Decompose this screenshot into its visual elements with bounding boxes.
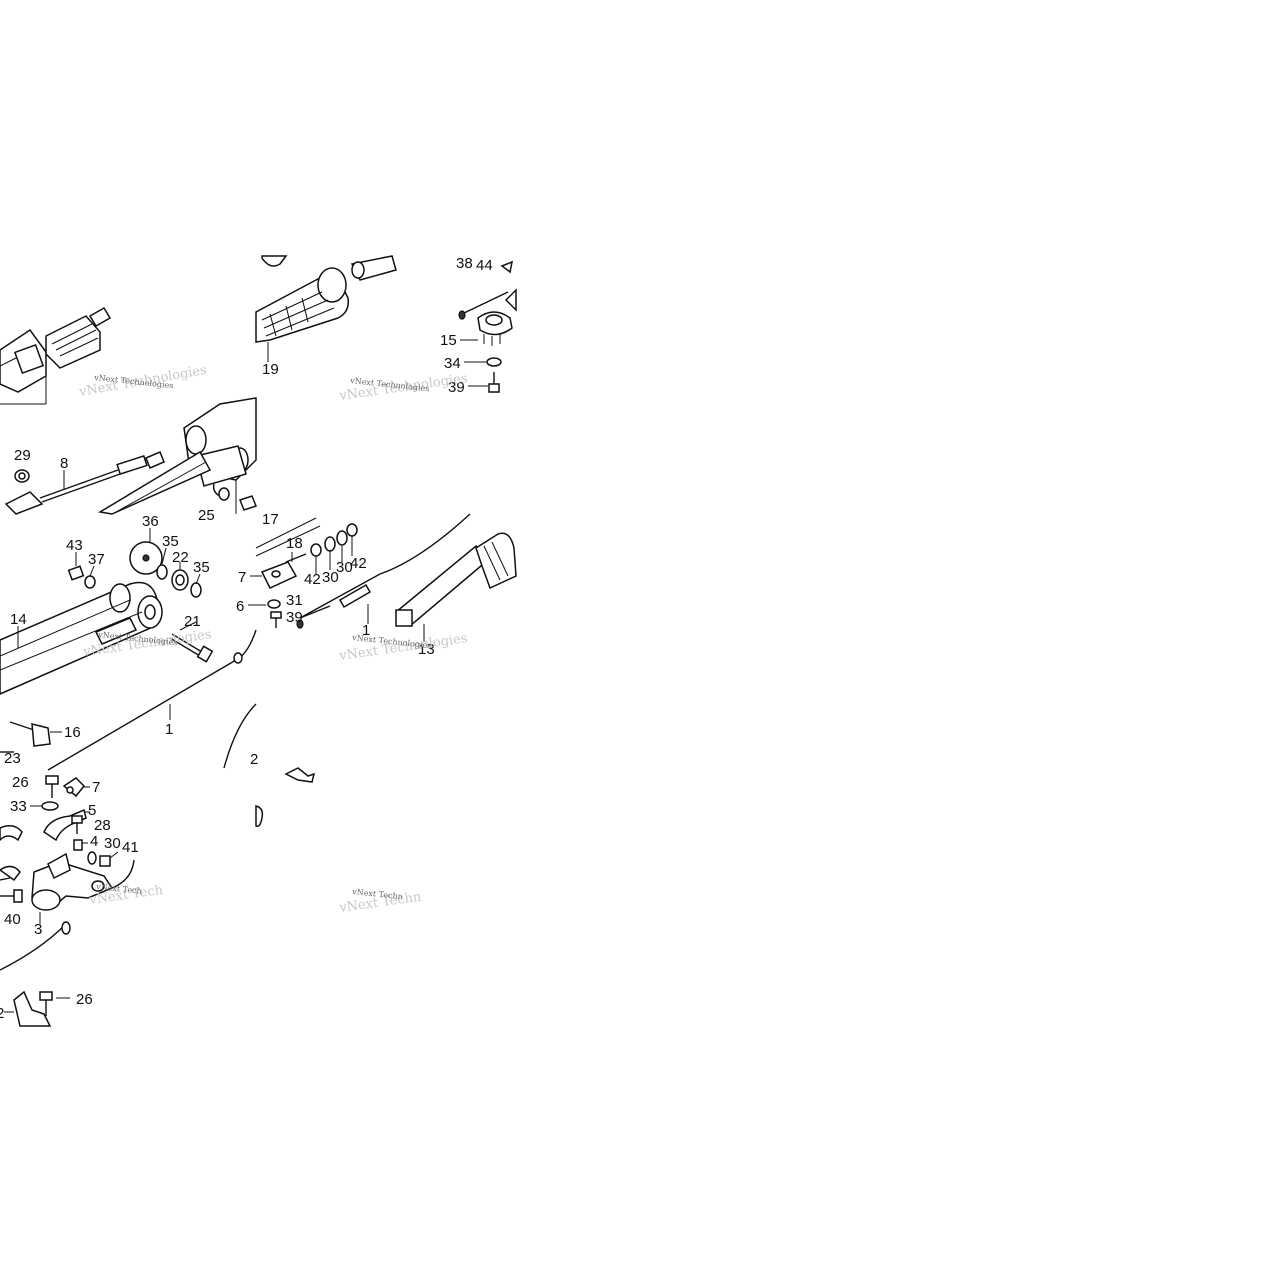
callout-7-right: 7 xyxy=(238,569,246,586)
callout-16: 16 xyxy=(64,724,81,741)
callout-2-right: 2 xyxy=(250,751,258,768)
watermark-middle-right: vNext Technologies vNext Technologies xyxy=(337,631,468,664)
callout-34: 34 xyxy=(444,355,461,372)
callout-31: 31 xyxy=(286,592,303,609)
panel-middle-left: 36 35 22 35 43 37 14 21 16 1 23 vNext Te… xyxy=(0,513,257,771)
panel-top-right: 38 44 15 34 39 19 vNext Technologies vNe… xyxy=(255,255,517,404)
watermark-top-right: vNext Technologies vNext Technologies xyxy=(337,371,468,404)
callout-14: 14 xyxy=(10,611,27,628)
callout-18: 18 xyxy=(286,535,303,552)
callout-30-c: 30 xyxy=(104,835,121,852)
screw-40 xyxy=(0,889,23,903)
callout-5: 5 xyxy=(88,802,96,819)
panel-upper-left: 29 8 25 vNext Technologies vNext Technol… xyxy=(0,306,257,524)
callout-26-b: 26 xyxy=(76,991,93,1008)
callout-12: 2 xyxy=(0,1005,4,1022)
callout-8: 8 xyxy=(60,455,68,472)
callout-23: 23 xyxy=(4,750,21,767)
callout-35-b: 35 xyxy=(193,559,210,576)
callout-22: 22 xyxy=(172,549,189,566)
nut-42-b xyxy=(346,523,358,556)
throttle-rod-8 xyxy=(4,451,165,515)
watermark-bottom-left: vNext Tech vNext Tech xyxy=(87,882,164,908)
part-2-right xyxy=(284,767,316,783)
clip-25 xyxy=(212,480,257,514)
bracket-18 xyxy=(250,517,321,589)
callout-28: 28 xyxy=(94,817,111,834)
screw-26-b xyxy=(39,991,70,1016)
steering-bracket xyxy=(97,397,257,515)
callout-29: 29 xyxy=(14,447,31,464)
screw-39-mid xyxy=(270,611,282,628)
throttle-cable-1 xyxy=(296,513,471,629)
watermark-upper-left: vNext Technologies vNext Technologies xyxy=(77,363,208,400)
watermark-middle-left: vNext Technologies vNext Technologies xyxy=(81,627,212,660)
callout-30-a: 30 xyxy=(322,569,339,586)
callout-39-top: 39 xyxy=(448,379,465,396)
washer-35-a xyxy=(156,547,168,580)
clip-12 xyxy=(4,990,52,1027)
washer-30-c xyxy=(87,851,97,865)
callout-33: 33 xyxy=(10,798,27,815)
callout-1-left: 1 xyxy=(165,721,173,738)
callout-25: 25 xyxy=(198,507,215,524)
panel-bottom-middle: vNext Techn vNext Techn xyxy=(255,805,423,916)
panel-middle-right: 18 7 42 30 30 42 6 31 39 1 13 2 17 vNext… xyxy=(236,511,517,783)
screw-39-top xyxy=(468,372,500,393)
callout-42-b: 42 xyxy=(350,555,367,572)
callout-42-a: 42 xyxy=(304,571,321,588)
throttle-arm-3 xyxy=(0,852,135,971)
callout-6: 6 xyxy=(236,598,244,615)
bolt-21 xyxy=(169,621,214,663)
pin-4 xyxy=(73,839,88,851)
tiller-arm-14 xyxy=(0,581,163,695)
callout-4: 4 xyxy=(90,833,98,850)
ignition-switch xyxy=(0,306,112,405)
callout-7-left: 7 xyxy=(92,779,100,796)
cable-1-left xyxy=(47,629,257,771)
callout-3: 3 xyxy=(34,921,42,938)
washer-31 xyxy=(248,599,281,609)
callout-26-a: 26 xyxy=(12,774,29,791)
callout-36: 36 xyxy=(142,513,159,530)
clip-7-left xyxy=(62,777,90,798)
tiller-grip-19 xyxy=(255,255,397,362)
callout-40: 40 xyxy=(4,911,21,928)
nut-29 xyxy=(14,469,30,483)
callout-30-b: 30 xyxy=(336,559,353,576)
nut-43 xyxy=(67,552,85,581)
bushing-22 xyxy=(171,562,189,591)
watermark-bottom-middle: vNext Techn vNext Techn xyxy=(337,887,422,916)
callout-17: 17 xyxy=(262,511,279,528)
callout-37: 37 xyxy=(88,551,105,568)
screw-28 xyxy=(71,815,83,834)
callout-21: 21 xyxy=(184,613,201,630)
panel-bottom-left: 26 7 33 5 28 4 30 41 40 3 26 2 vNext Tec… xyxy=(0,774,165,1027)
washer-34 xyxy=(464,357,502,367)
callout-39-mid: 39 xyxy=(286,609,303,626)
knob-16 xyxy=(9,721,62,747)
washer-33 xyxy=(30,801,59,811)
shift-rod-13 xyxy=(394,532,517,642)
callout-1-right: 1 xyxy=(362,622,370,639)
washer-36 xyxy=(129,528,163,575)
screw-26-a xyxy=(45,775,59,798)
callout-15: 15 xyxy=(440,332,457,349)
nut-42-a xyxy=(310,543,322,574)
callout-35-a: 35 xyxy=(162,533,179,550)
callout-19: 19 xyxy=(262,361,279,378)
nut-41 xyxy=(99,851,119,867)
callout-13: 13 xyxy=(418,641,435,658)
callout-43: 43 xyxy=(66,537,83,554)
callout-44: 44 xyxy=(476,257,493,274)
washer-30-b xyxy=(336,530,348,562)
washer-37 xyxy=(84,565,96,589)
washer-30-a xyxy=(324,536,336,570)
throttle-cam-15 xyxy=(458,260,517,346)
callout-38: 38 xyxy=(456,255,473,272)
callout-41: 41 xyxy=(122,839,139,856)
washer-35-b xyxy=(190,573,202,598)
